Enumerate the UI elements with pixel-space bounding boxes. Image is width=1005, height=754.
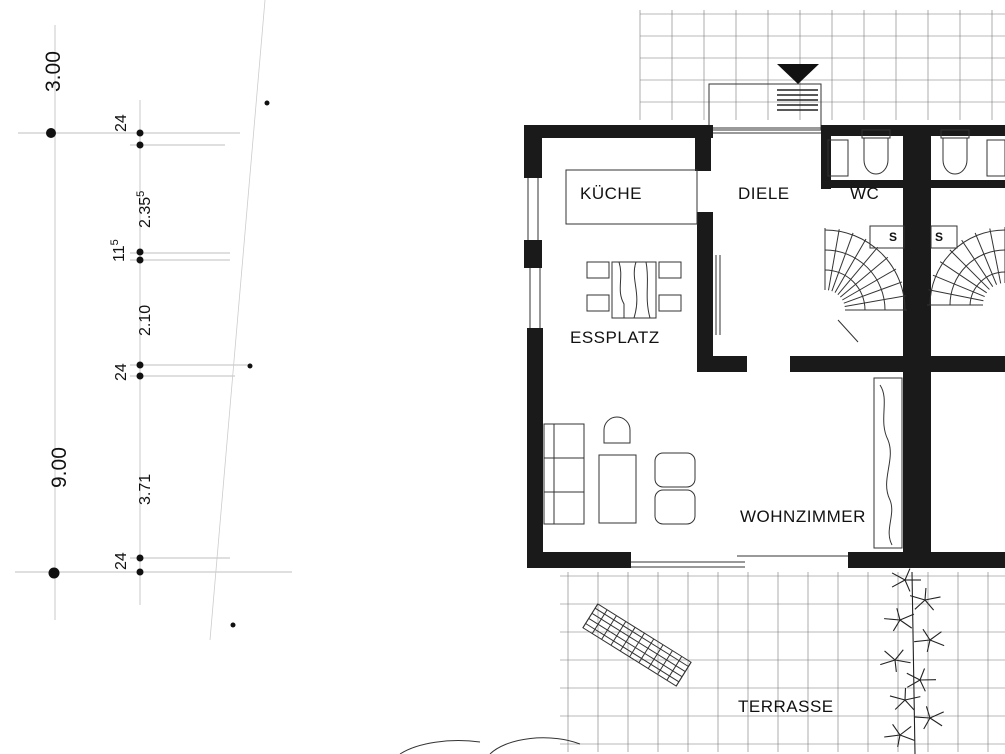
- stair-mark-right: S: [935, 230, 943, 244]
- room-label-living: WOHNZIMMER: [740, 507, 866, 526]
- tree-outline: [399, 737, 581, 754]
- dimension-segment: 115: [109, 239, 128, 262]
- room-label-dining: ESSPLATZ: [570, 328, 660, 347]
- sun-lounger-icon: [582, 603, 692, 687]
- dimension-segment: 24: [113, 114, 130, 132]
- toilet-icon: [827, 129, 891, 177]
- walls: [524, 125, 1005, 568]
- spiral-stair-left: [824, 225, 907, 343]
- dining-table-icon: [586, 261, 682, 319]
- dimension-segment: 24: [113, 363, 130, 381]
- hall-wardrobe: [715, 255, 721, 335]
- windows: [527, 127, 848, 568]
- room-label-wc: WC: [850, 184, 879, 203]
- coffee-table-icon: [598, 416, 637, 524]
- dimension-segment: 24: [113, 552, 130, 570]
- dimension-segment: 3.71: [137, 474, 154, 505]
- plant-icon: [880, 568, 945, 754]
- toilet-icon-neighbour: [940, 129, 1005, 177]
- room-label-hall: DIELE: [738, 184, 790, 203]
- spiral-stair-right: [927, 225, 1005, 306]
- kitchen-counter: [565, 169, 698, 225]
- dimension-chain: 3.00 9.00 24 2.355 115 2.10 24 3.71 24: [15, 0, 292, 641]
- entrance-marker-icon: [708, 64, 822, 131]
- dimension-segment: 2.10: [137, 305, 154, 336]
- sofa-icon: [543, 423, 585, 525]
- dimension-segment: 2.355: [135, 191, 154, 228]
- dimension-node: [46, 128, 56, 138]
- room-label-terrace: TERRASSE: [738, 697, 834, 716]
- dimension-top: 3.00: [42, 51, 65, 92]
- terrace-paving-grid: [560, 10, 1005, 752]
- bookshelf: [873, 377, 903, 549]
- armchairs-icon: [654, 452, 696, 525]
- stair-mark-left: S: [889, 230, 897, 244]
- dimension-node: [48, 567, 60, 579]
- room-label-kitchen: KÜCHE: [580, 184, 642, 203]
- dimension-total: 9.00: [48, 447, 71, 488]
